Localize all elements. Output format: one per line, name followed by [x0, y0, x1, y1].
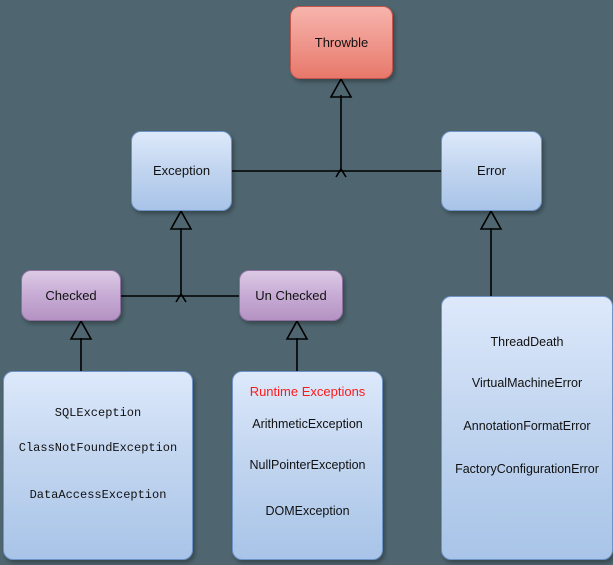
node-exception[interactable]: Exception	[131, 131, 232, 211]
node-error-label: Error	[477, 163, 506, 178]
list-item: ThreadDeath	[490, 335, 564, 349]
node-checked-label: Checked	[45, 287, 97, 303]
node-unchecked[interactable]: Un Checked	[239, 270, 343, 321]
list-item: DataAccessException	[29, 488, 167, 502]
edge-errors-to-error	[479, 209, 503, 296]
node-throwable-label: Throwble	[314, 34, 369, 50]
node-exception-label: Exception	[152, 163, 211, 178]
list-item: DOMException	[265, 504, 350, 518]
node-unchecked-label: Un Checked	[255, 287, 327, 303]
edge-unchecked-list-to-unchecked	[285, 319, 309, 371]
node-checked[interactable]: Checked	[21, 270, 121, 321]
node-unchecked-exceptions-list[interactable]: Runtime Exceptions ArithmeticException N…	[232, 371, 383, 560]
node-error[interactable]: Error	[441, 131, 542, 211]
node-checked-exceptions-list[interactable]: SQLException ClassNotFoundException Data…	[3, 371, 193, 560]
node-throwable[interactable]: Throwble	[290, 6, 393, 79]
list-item: SQLException	[54, 406, 142, 420]
node-errors-list[interactable]: ThreadDeath VirtualMachineError Annotati…	[441, 296, 613, 560]
list-item: ClassNotFoundException	[18, 441, 178, 455]
list-item: AnnotationFormatError	[463, 419, 591, 433]
runtime-exceptions-heading: Runtime Exceptions	[249, 384, 366, 399]
list-item: NullPointerException	[249, 458, 366, 472]
list-item: VirtualMachineError	[471, 376, 583, 390]
list-item: ArithmeticException	[252, 417, 363, 431]
edge-checked-list-to-checked	[69, 319, 93, 371]
list-item: FactoryConfigurationError	[455, 462, 599, 476]
